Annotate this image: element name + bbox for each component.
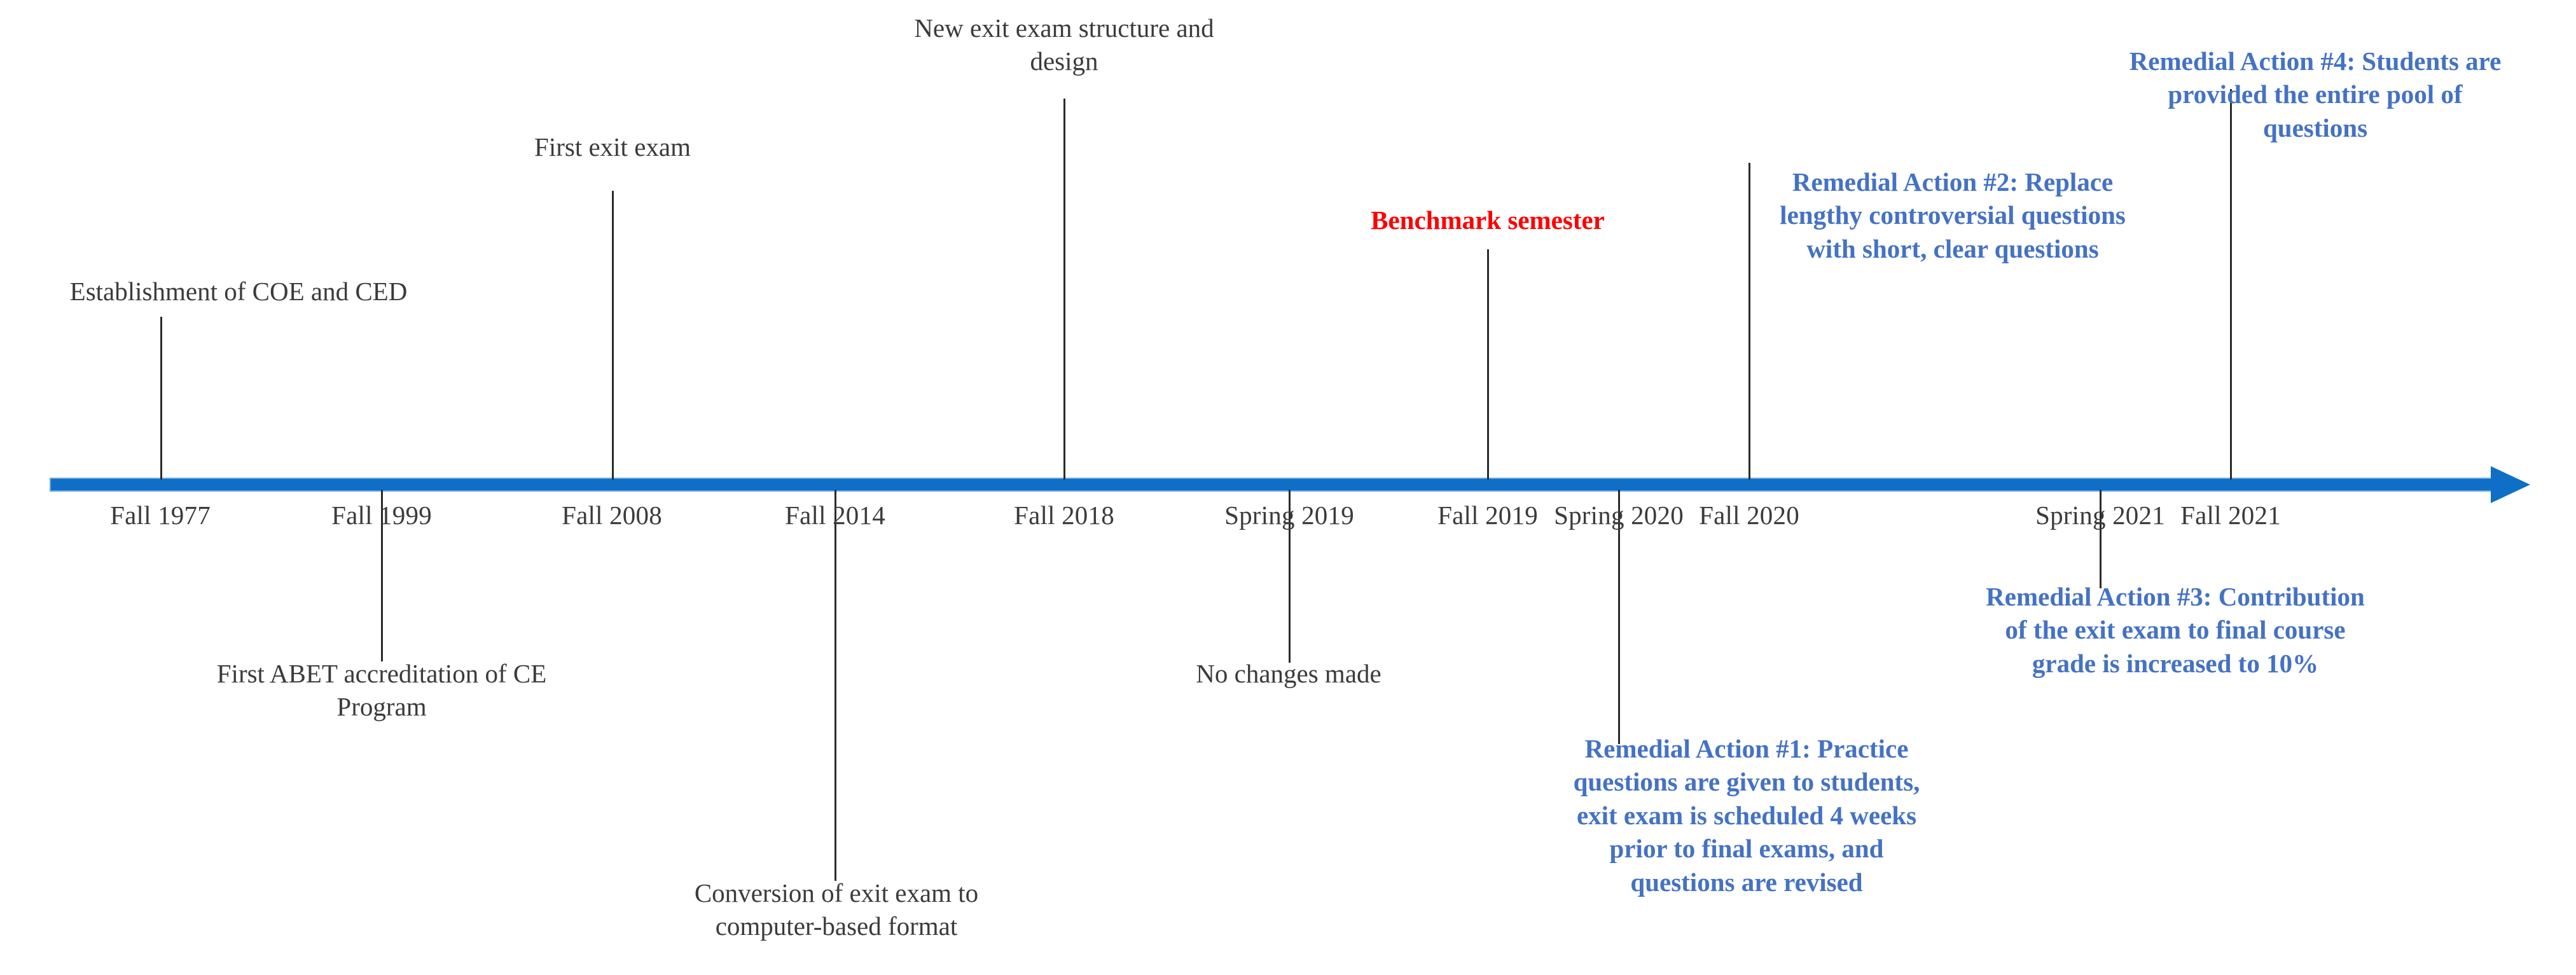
- event-label-no-changes-made: No changes made: [1196, 659, 1381, 688]
- event-label-remedial-1: Remedial Action #1: Practice questions a…: [1573, 734, 1920, 897]
- tick-line-fall-1977: [160, 317, 162, 480]
- period-label-spring-2019: Spring 2019: [1224, 501, 1354, 530]
- period-label-fall-2019: Fall 2019: [1437, 501, 1538, 530]
- tick-line-fall-2020: [1748, 163, 1750, 480]
- period-label-spring-2020: Spring 2020: [1554, 501, 1684, 530]
- tick-line-fall-2021: [2230, 89, 2232, 480]
- tick-line-spring-2021: [2100, 490, 2102, 588]
- period-label-fall-2014: Fall 2014: [785, 501, 885, 530]
- tick-line-fall-2019: [1487, 249, 1489, 480]
- tick-line-fall-2018: [1063, 99, 1065, 480]
- period-label-fall-2008: Fall 2008: [562, 501, 662, 530]
- tick-line-fall-2014: [834, 490, 836, 881]
- event-label-first-exit-exam: First exit exam: [534, 132, 691, 162]
- event-label-new-structure: New exit exam structure and design: [914, 13, 1214, 76]
- event-label-remedial-2: Remedial Action #2: Replace lengthy cont…: [1780, 167, 2126, 263]
- event-label-remedial-4: Remedial Action #4: Students are provide…: [2129, 46, 2502, 142]
- period-label-fall-1977: Fall 1977: [110, 501, 211, 530]
- event-label-abet-accreditation: First ABET accreditation of CE Program: [216, 659, 547, 722]
- period-label-fall-2020: Fall 2020: [1699, 501, 1799, 530]
- event-label-conversion-computer-based: Conversion of exit exam to computer-base…: [694, 878, 979, 941]
- event-label-establishment: Establishment of COE and CED: [69, 277, 408, 306]
- tick-line-spring-2019: [1289, 490, 1291, 663]
- period-label-fall-2021: Fall 2021: [2180, 501, 2281, 530]
- timeline-axis-bar: [50, 478, 2495, 492]
- tick-line-fall-1999: [381, 490, 383, 661]
- timeline-arrow-icon: [2491, 466, 2530, 503]
- tick-line-spring-2020: [1618, 490, 1620, 744]
- event-label-benchmark-semester: Benchmark semester: [1371, 205, 1605, 235]
- period-label-spring-2021: Spring 2021: [2035, 501, 2165, 530]
- period-label-fall-2018: Fall 2018: [1014, 501, 1114, 530]
- event-label-remedial-3: Remedial Action #3: Contribution of the …: [1986, 582, 2365, 678]
- period-label-fall-1999: Fall 1999: [331, 501, 432, 530]
- tick-line-fall-2008: [612, 191, 614, 480]
